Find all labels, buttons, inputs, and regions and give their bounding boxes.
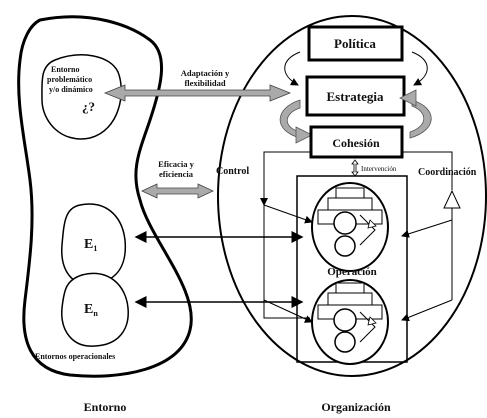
- adaptacion-label-2: flexibilidad: [184, 78, 225, 88]
- eficacia-label-2: eficiencia: [159, 169, 194, 179]
- operation-unit-upper: [311, 182, 389, 272]
- eficacia-label-1: Eficacia y: [158, 159, 194, 169]
- coordination-to-upper: [401, 219, 453, 238]
- e1-label: E1: [84, 237, 97, 253]
- problem-label-line-3: y/o dinámico: [49, 85, 93, 94]
- organizacion-caption: Organización: [321, 400, 391, 414]
- intervencion-label: Intervención: [361, 165, 397, 173]
- control-to-upper: [263, 204, 313, 224]
- problem-environment-blob: [41, 54, 122, 140]
- en-environment-blob: [61, 272, 129, 347]
- politica-box: [307, 25, 404, 62]
- problem-label-line-1: Entorno: [51, 65, 79, 74]
- adaptacion-label-1: Adaptación y: [181, 68, 230, 78]
- eficacia-arrow: [141, 183, 214, 199]
- curve-arrow-left: [284, 51, 301, 86]
- control-frame-right: [402, 151, 453, 190]
- entorno-caption: Entorno: [84, 400, 127, 414]
- en-label: En: [84, 302, 98, 318]
- problem-label-line-2: problemático: [47, 75, 92, 84]
- adaptacion-arrow: [103, 84, 292, 102]
- politica-label: Política: [334, 36, 376, 51]
- coordinacion-label: Coordinación: [418, 167, 477, 178]
- gray-arrow-left-head: [295, 126, 313, 144]
- cohesion-box: [309, 125, 404, 159]
- coordination-to-lower: [401, 299, 453, 322]
- cohesion-label: Cohesión: [332, 136, 380, 150]
- problem-mark: ¿?: [82, 99, 95, 114]
- control-label: Control: [216, 166, 249, 177]
- operacion-label: Operación: [327, 266, 377, 278]
- curve-arrow-right: [411, 51, 428, 86]
- gray-arrow-right-head: [399, 89, 417, 107]
- ops-environment-label: Entornos operacionales: [35, 352, 115, 361]
- estrategia-label: Estrategia: [326, 89, 384, 104]
- operation-unit-lower: [311, 279, 389, 365]
